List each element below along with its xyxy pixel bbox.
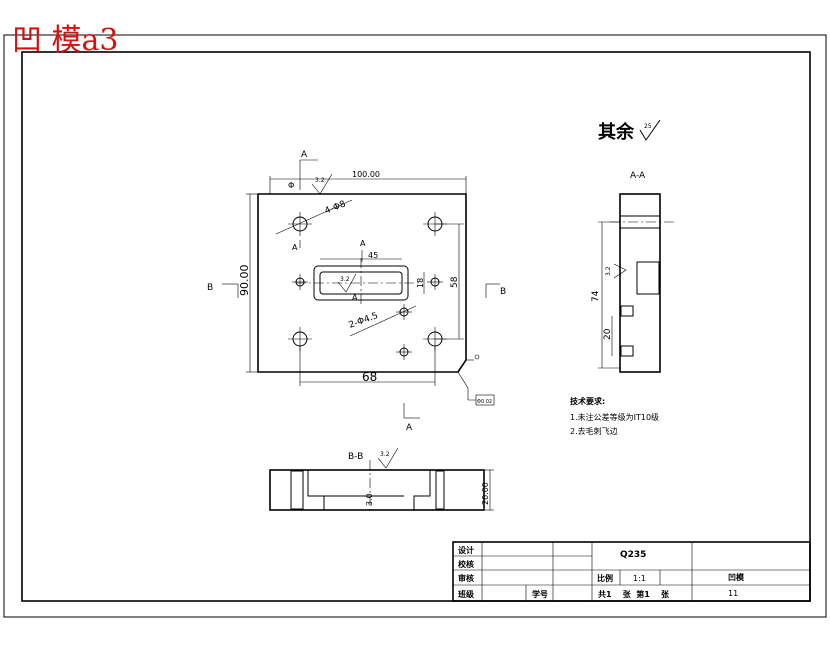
datum-box xyxy=(475,394,495,406)
section-aa-dim74: 74 xyxy=(591,290,601,302)
tb-jiaohe: 校核 xyxy=(458,559,474,569)
cut-b-left: B xyxy=(207,283,213,293)
roughness-note-label: 其余 xyxy=(598,121,635,143)
tb-shenhe: 审核 xyxy=(458,573,474,583)
drawing-title: 凹 模a3 xyxy=(12,23,119,58)
tb-banji: 班级 xyxy=(458,589,475,599)
rough-top-value: 3.2 xyxy=(315,177,325,184)
tb-part-name: 凹模 xyxy=(728,572,745,582)
tech-requirements: 技术要求: 1.未注公差等级为IT10级 2.去毛刺飞边 xyxy=(570,396,659,436)
section-aa-dim20: 20 xyxy=(603,328,613,340)
tb-drawing-no: 11 xyxy=(728,589,738,598)
tb-sheet-info: 共1 张 第1 张 xyxy=(598,589,670,599)
section-bb-dim20: 20.00 xyxy=(481,482,490,505)
dim-bottom: 68 xyxy=(362,370,377,384)
svg-text:A: A xyxy=(352,293,358,302)
tb-sheji: 设计 xyxy=(458,545,474,555)
cut-a-bottom: A xyxy=(406,423,413,433)
dim-left: 90.00 xyxy=(238,265,251,297)
title-block: 设计 校核 审核 班级 学号 Q235 比例 1:1 凹模 共1 张 第1 张 … xyxy=(452,541,811,602)
rough-left-mark: Φ xyxy=(288,181,294,190)
datum-box-text: Φ0.02 xyxy=(477,399,492,405)
section-aa-label: A-A xyxy=(630,171,646,181)
dim-right: 58 xyxy=(450,276,460,288)
section-bb-label: B-B xyxy=(348,452,363,462)
cut-a-top: A xyxy=(301,150,308,160)
note-4holes: 4-Φ8 xyxy=(323,199,347,217)
dim-slot-w: 45 xyxy=(368,251,378,260)
section-bb-rough: 3.2 xyxy=(380,451,390,458)
roughness-note-value: 25 xyxy=(644,123,652,130)
main-view: A A B B 100.00 3.2 Φ 90.00 xyxy=(207,150,506,433)
svg-text:A: A xyxy=(292,243,298,252)
tech-line1: 1.未注公差等级为IT10级 xyxy=(570,412,659,422)
rough-slot-value: 3.2 xyxy=(340,276,350,283)
tech-line2: 2.去毛刺飞边 xyxy=(570,426,618,436)
outer-border xyxy=(3,34,827,618)
tb-scale-label: 比例 xyxy=(597,573,613,583)
roughness-symbol-icon xyxy=(639,119,661,141)
tech-heading: 技术要求: xyxy=(570,396,605,406)
plate-outline xyxy=(257,193,467,373)
inner-frame xyxy=(21,51,811,602)
tb-scale-value: 1:1 xyxy=(633,574,646,583)
section-aa-rough: 3.2 xyxy=(605,266,612,276)
section-bb: B-B 3.2 3.0 20.00 xyxy=(269,447,494,514)
svg-text:A: A xyxy=(360,239,366,248)
note-2holes: 2-Φ4.5 xyxy=(348,311,380,331)
dim-top: 100.00 xyxy=(352,170,380,179)
section-bb-dim30: 3.0 xyxy=(365,493,374,506)
dim-slot-h: 18 xyxy=(416,278,425,288)
section-aa: A-A 74 20 3.2 xyxy=(591,171,676,373)
cut-b-right: B xyxy=(500,287,506,297)
tb-xuehao: 学号 xyxy=(532,589,548,599)
tb-material: Q235 xyxy=(620,550,646,560)
